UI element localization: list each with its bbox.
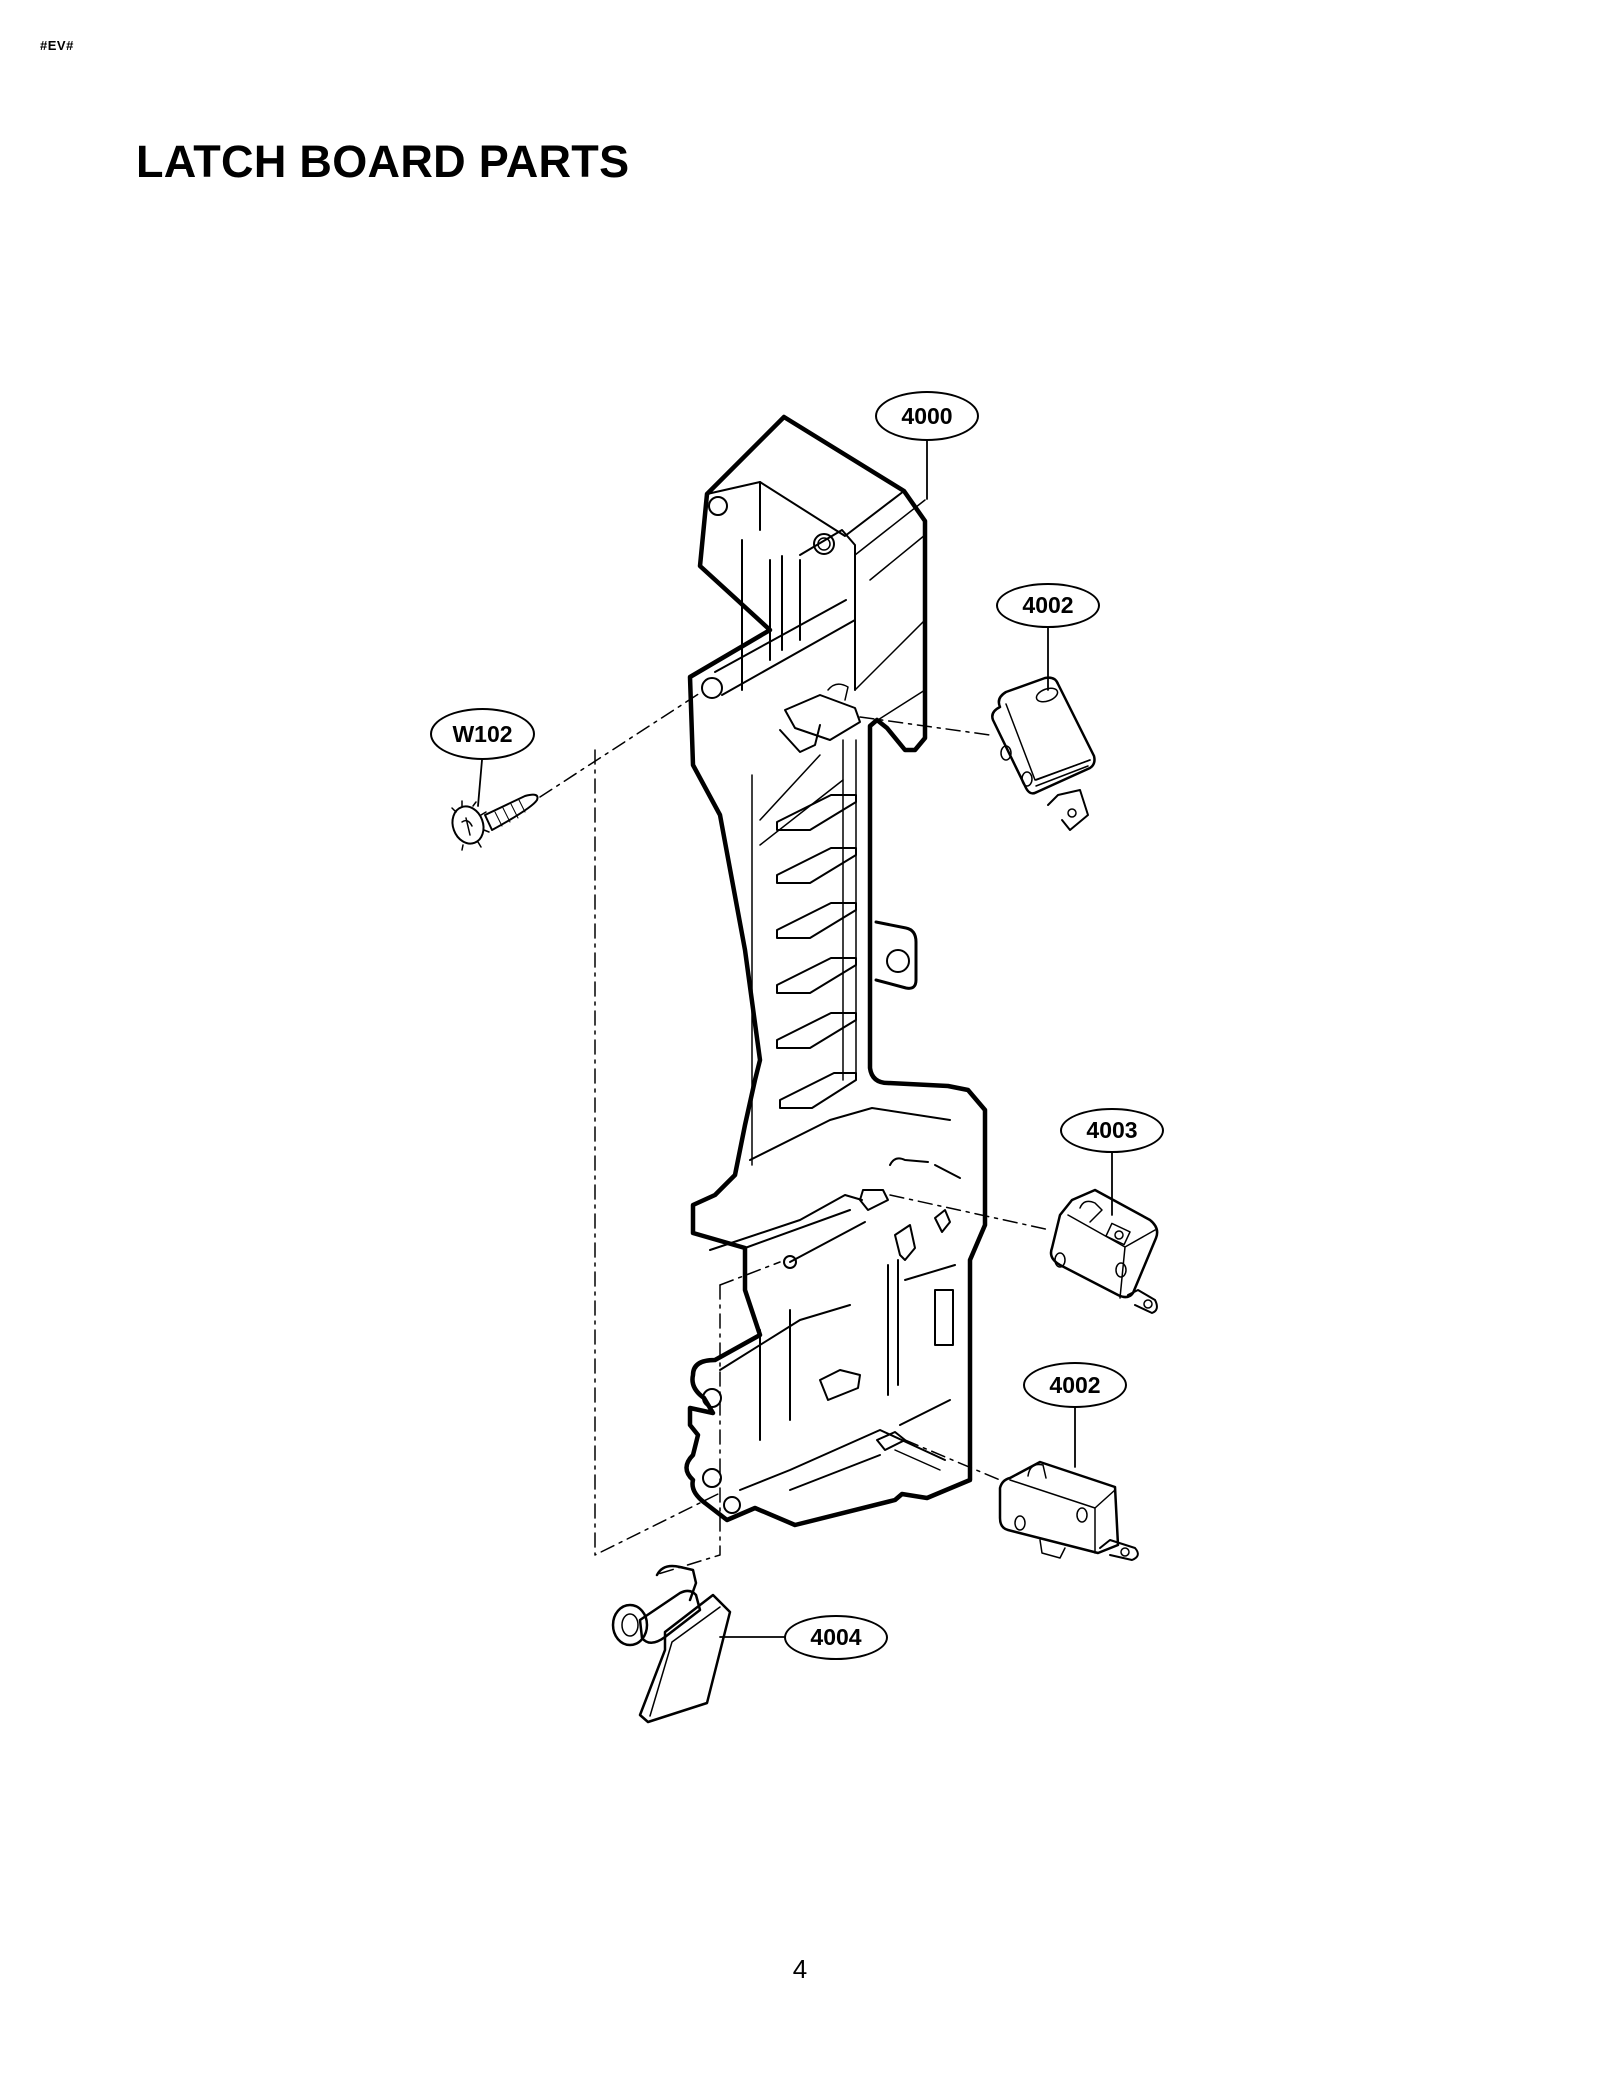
callout-4003[interactable]: 4003 [1060,1108,1164,1153]
callout-4002-upper[interactable]: 4002 [996,583,1100,628]
micro-switch-middle-part [1049,1188,1159,1314]
callout-w102[interactable]: W102 [430,708,535,760]
callout-4000[interactable]: 4000 [875,391,979,441]
callout-leaders [477,440,1113,1638]
document-code: #EV# [40,38,74,53]
page-number: 4 [792,1954,808,1984]
lever-part [611,1564,732,1724]
micro-switch-lower-part [998,1460,1139,1561]
callout-4002-lower[interactable]: 4002 [1023,1362,1127,1408]
assembly-lines [539,692,1051,1576]
latch-board-part [684,414,988,1528]
micro-switch-upper-part [991,676,1096,831]
latch-board-slats [776,794,857,1109]
screw-part [451,793,539,851]
page-title: LATCH BOARD PARTS [136,136,630,187]
callout-4004[interactable]: 4004 [784,1615,888,1660]
